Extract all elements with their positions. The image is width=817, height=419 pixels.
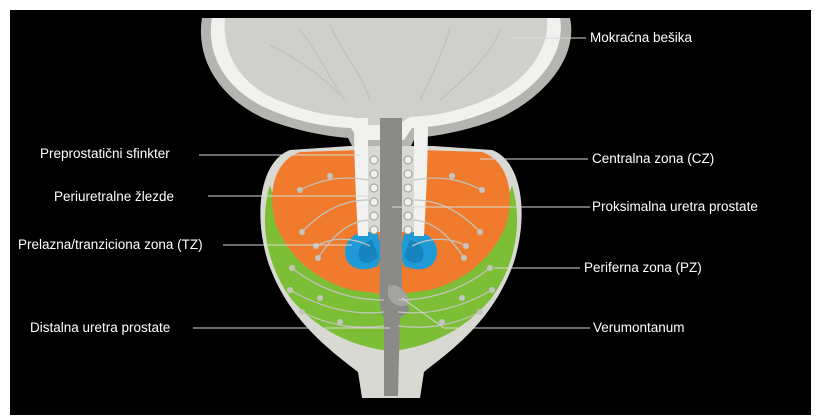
label-transition-zone: Prelazna/tranziciona zona (TZ): [18, 237, 203, 253]
label-periurethral-glands: Periuretralne žlezde: [54, 189, 174, 205]
label-proximal-urethra: Proksimalna uretra prostate: [592, 199, 758, 215]
label-bladder: Mokraćna bešika: [590, 30, 692, 46]
label-peripheral-zone: Periferna zona (PZ): [584, 260, 702, 276]
label-verumontanum: Verumontanum: [593, 320, 685, 336]
label-central-zone: Centralna zona (CZ): [592, 151, 714, 167]
label-distal-urethra: Distalna uretra prostate: [30, 320, 170, 336]
label-preprostatic-sphincter: Preprostatični sfinkter: [40, 146, 170, 162]
